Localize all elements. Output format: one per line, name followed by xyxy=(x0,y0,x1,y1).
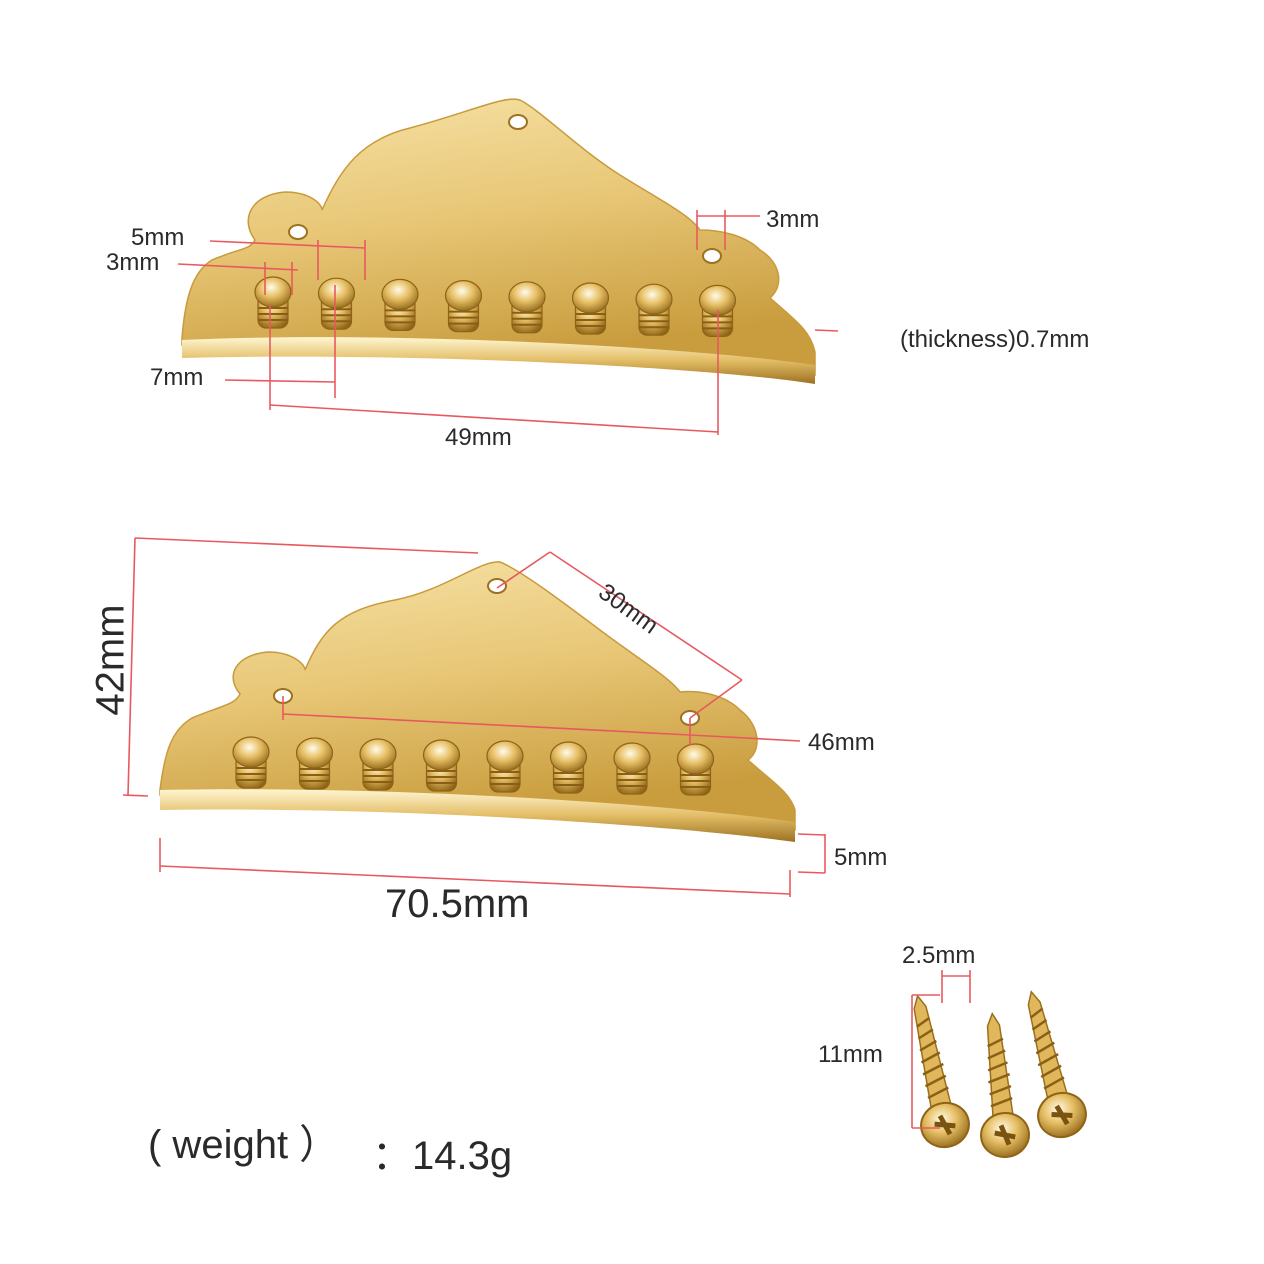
string-post xyxy=(317,277,356,330)
string-post xyxy=(613,742,651,795)
screw-dim-11mm: 11mm xyxy=(818,1041,883,1068)
bottom-dim-42mm: 42mm xyxy=(88,604,133,716)
weight-value: ：14.3g xyxy=(372,1134,513,1178)
bottom-dim-70-5mm: 70.5mm xyxy=(385,882,530,926)
thickness-label: (thickness)0.7mm xyxy=(900,326,1090,353)
top-dim-7mm: 7mm xyxy=(150,364,204,391)
top-dim-5mm: 5mm xyxy=(131,224,185,251)
string-post xyxy=(381,278,419,331)
string-post xyxy=(676,743,715,796)
string-post xyxy=(359,738,397,791)
top-dim-3mm-left: 3mm xyxy=(106,249,160,276)
string-post xyxy=(635,283,673,336)
string-post xyxy=(486,740,524,793)
string-post xyxy=(422,739,461,792)
string-post xyxy=(549,741,588,794)
screw-icon xyxy=(913,990,1087,1159)
string-post xyxy=(571,282,610,335)
bottom-dim-5mm: 5mm xyxy=(834,844,888,871)
string-post xyxy=(508,281,546,334)
top-dim-49mm: 49mm xyxy=(445,424,512,451)
dimension-lines xyxy=(122,210,971,1129)
bottom-dim-46mm: 46mm xyxy=(808,729,875,756)
weight-label: ( weight ） xyxy=(148,1123,340,1167)
string-post xyxy=(232,736,270,789)
string-post xyxy=(295,737,334,790)
screw-dim-2-5mm: 2.5mm xyxy=(902,942,976,969)
string-post xyxy=(444,280,483,333)
top-dim-3mm-right: 3mm xyxy=(766,206,820,233)
string-post xyxy=(254,276,292,329)
